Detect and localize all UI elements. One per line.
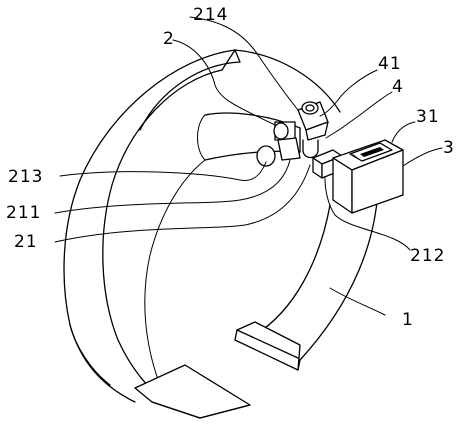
band-1	[63, 49, 379, 419]
label-212: 212	[410, 246, 445, 266]
label-4: 4	[392, 77, 404, 97]
label-211: 211	[6, 203, 41, 223]
leader-lines	[54, 16, 443, 316]
roller-block-213	[256, 121, 301, 167]
label-21: 21	[14, 232, 38, 252]
label-1: 1	[402, 310, 414, 330]
reference-labels: 214 2 41 4 31 3 213 211 21 212 1	[6, 5, 455, 330]
label-41: 41	[378, 54, 402, 74]
label-2: 2	[163, 29, 175, 49]
label-31: 31	[416, 107, 440, 127]
label-3: 3	[443, 138, 455, 158]
housing-3	[332, 139, 404, 214]
post-214	[297, 101, 329, 159]
label-214: 214	[193, 5, 228, 25]
label-213: 213	[8, 167, 43, 187]
